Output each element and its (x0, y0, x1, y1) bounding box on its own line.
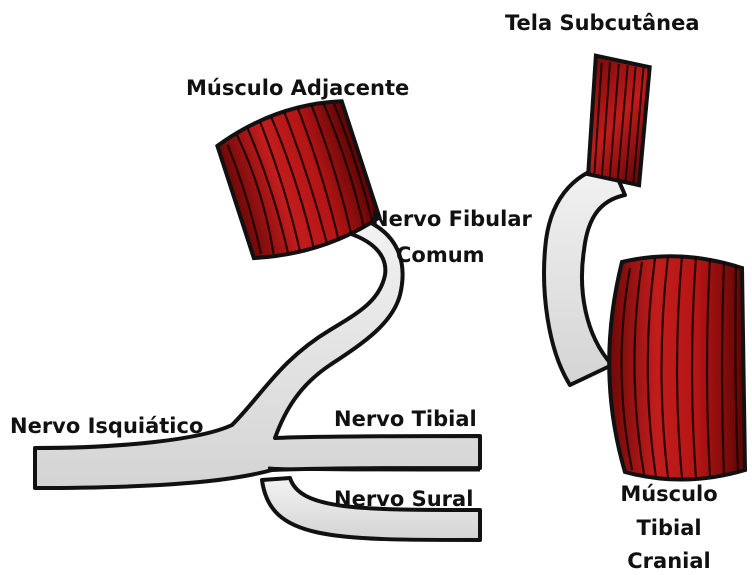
label-musculo-adjacente: Músculo Adjacente (186, 75, 409, 102)
musculo-adjacente-shape (214, 94, 383, 268)
label-musculo-tibial-line1: Músculo (604, 481, 734, 508)
label-nervo-sural: Nervo Sural (334, 486, 473, 513)
label-tela-subcutanea: Tela Subcutânea (505, 10, 700, 37)
label-nervo-fibular-comum-line2: Comum (396, 242, 485, 269)
label-musculo-tibial-line2: Tibial (604, 515, 734, 542)
label-nervo-tibial: Nervo Tibial (334, 406, 477, 433)
label-musculo-tibial-line3: Cranial (604, 548, 734, 575)
tela-subcutanea-shape (575, 56, 660, 185)
label-nervo-fibular-comum-line1: Nervo Fibular (371, 206, 532, 233)
label-nervo-isquiatico: Nervo Isquiático (10, 413, 203, 440)
musculo-tibial-cranial-shape (609, 256, 745, 480)
